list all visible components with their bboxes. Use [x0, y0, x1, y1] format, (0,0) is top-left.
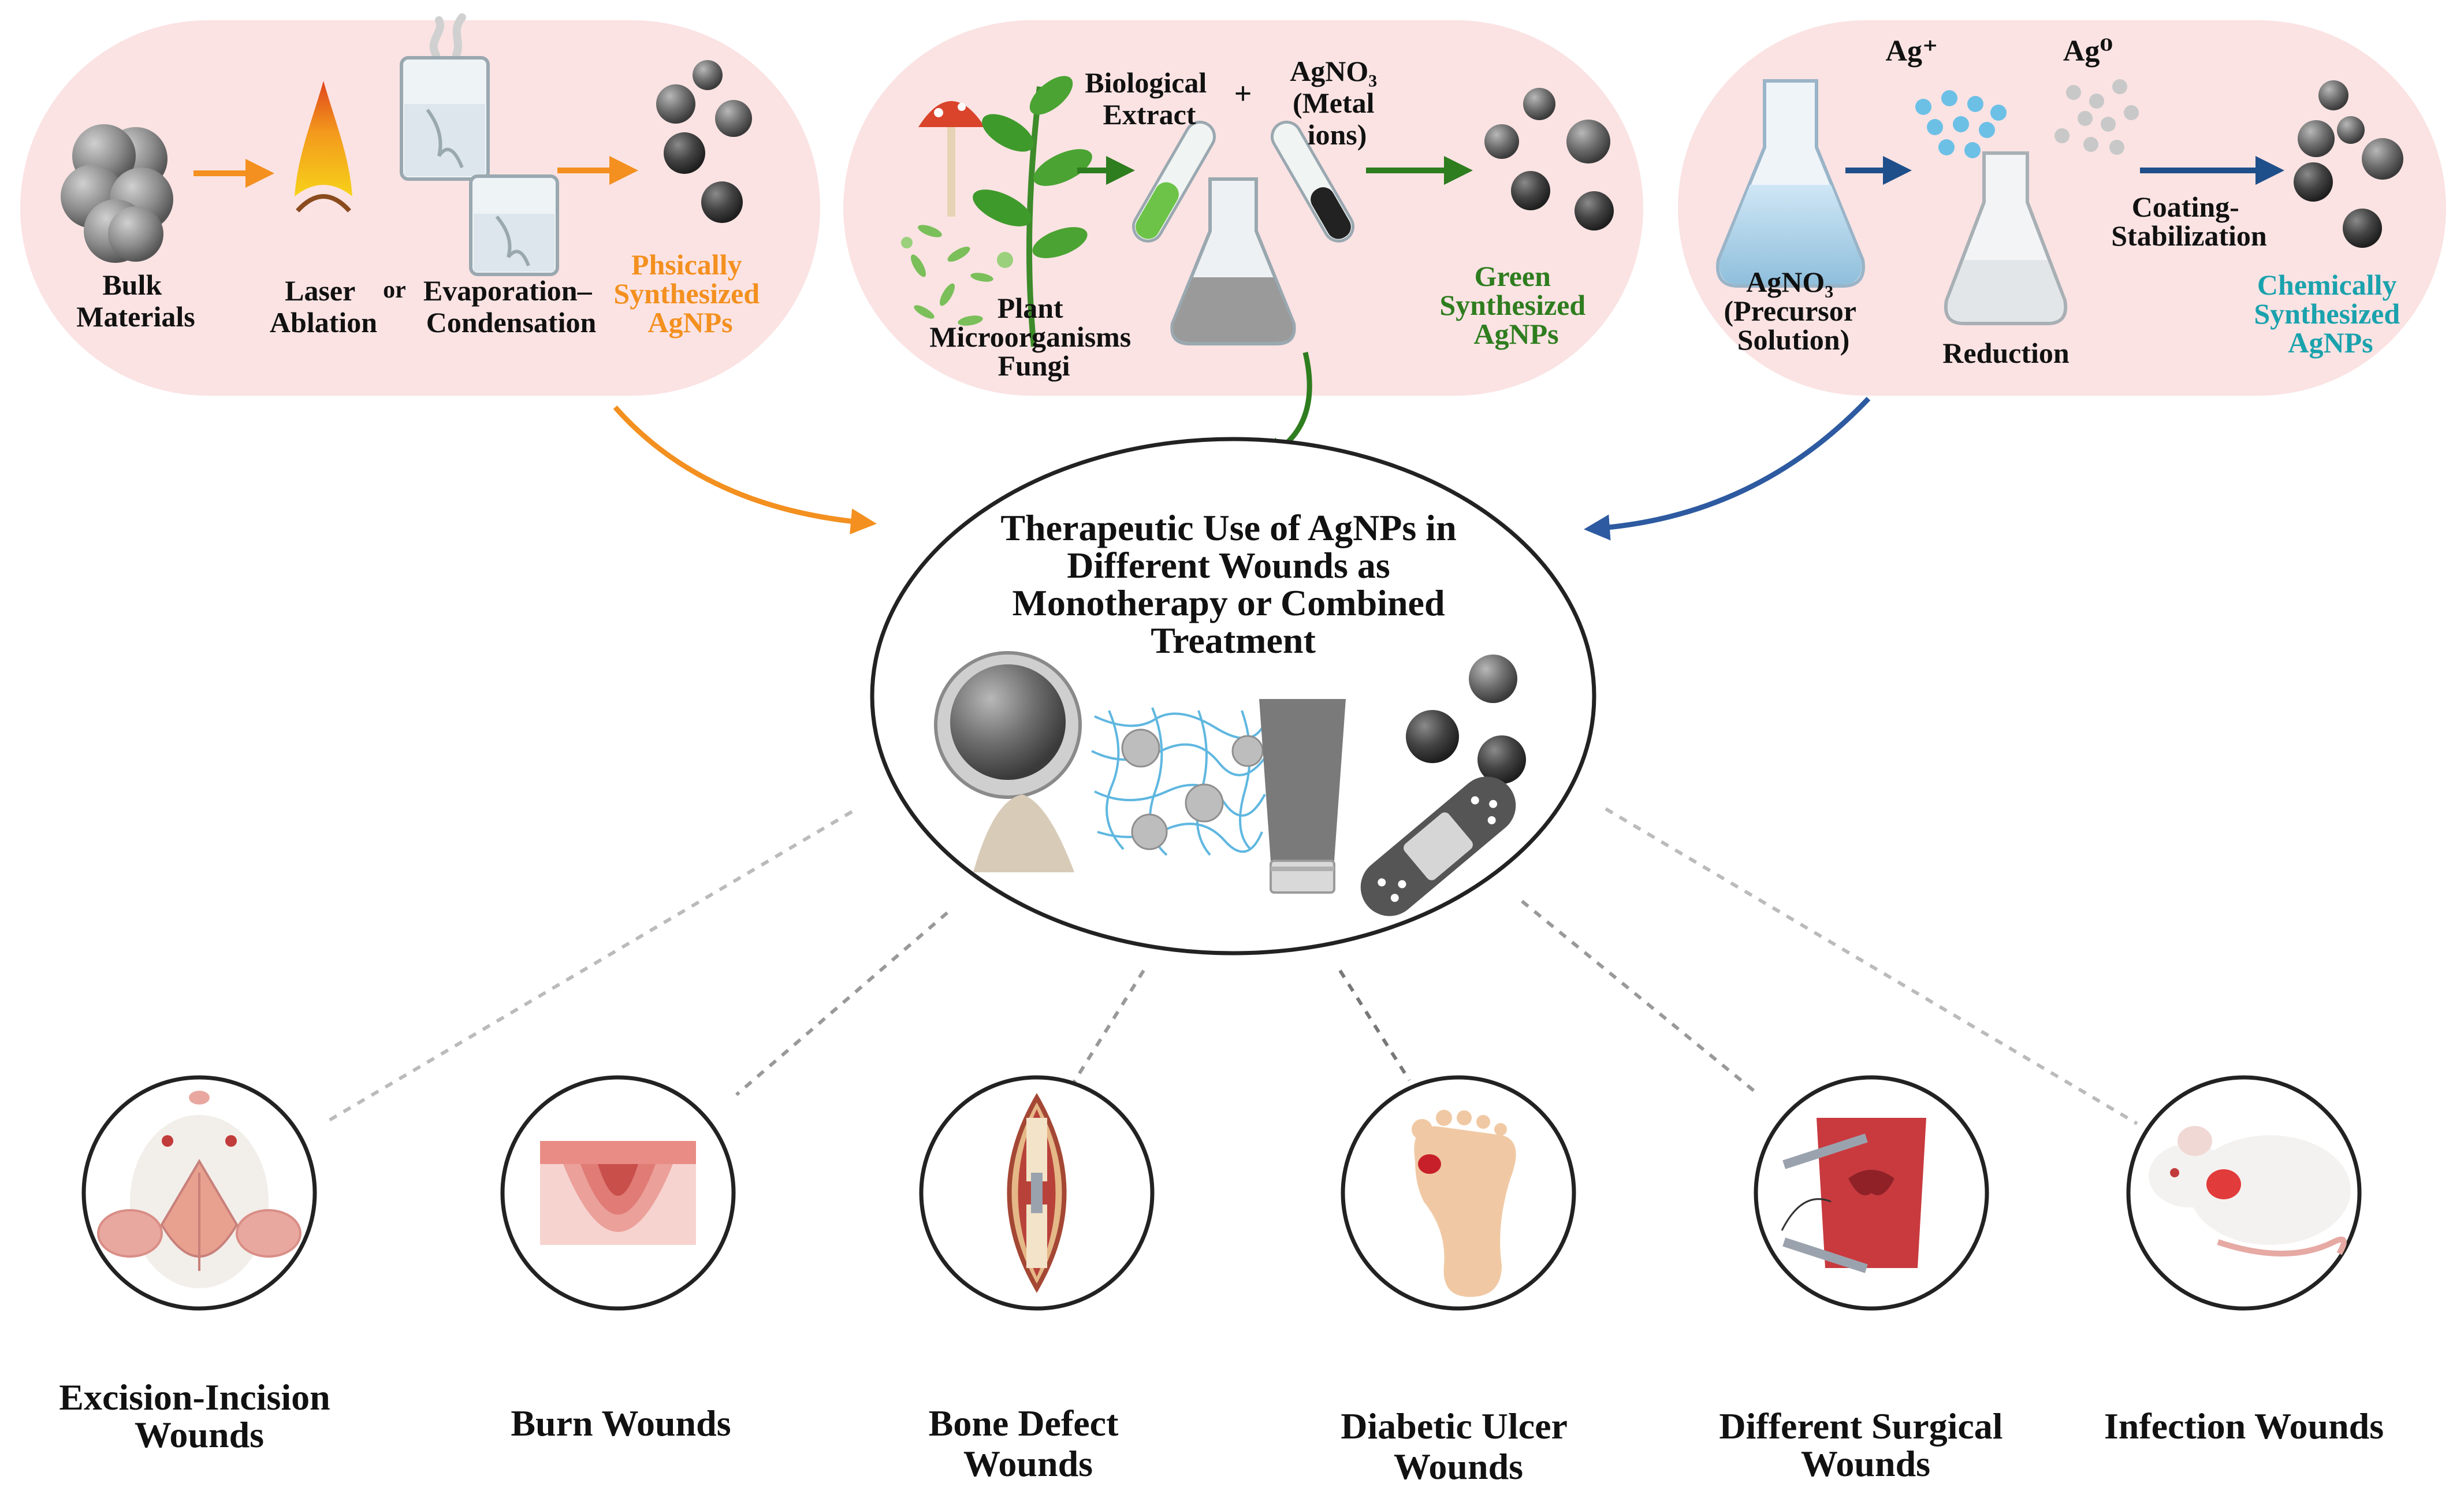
green-agnps-icon: [1484, 88, 1614, 230]
flask-blue-icon: [1716, 79, 1865, 288]
skin-burn-icon: [540, 1141, 696, 1245]
bandage-icon: [1360, 776, 1516, 916]
evaporation-condensation-label: Evaporation– Condensation: [423, 274, 599, 339]
surgical-wound-icon: [1781, 1118, 1926, 1273]
test-tube-green-icon: [1132, 120, 1216, 243]
physical-agnps-label: Phsically Synthesized AgNPs: [613, 248, 766, 339]
bulk-materials-icon: [61, 124, 173, 263]
wound-diabetic-ulcer: [1341, 1075, 1576, 1311]
chemical-agnps-icon: [2294, 80, 2403, 248]
wound-label-burn: Burn Wounds: [511, 1403, 731, 1444]
plant-icon: [973, 76, 1092, 347]
ag-plus-ions-icon: [1915, 90, 2007, 158]
wound-label-bone-defect: Bone Defect Wounds: [929, 1403, 1128, 1484]
rat-head-icon: [97, 1091, 302, 1288]
wound-label-diabetic-ulcer: Diabetic Ulcer Wounds: [1341, 1406, 1576, 1487]
hydrogel-particles-icon: [1121, 728, 1264, 850]
beaker-condensation-icon: [469, 174, 559, 276]
coating-stabilization-label: Coating- Stabilization: [2111, 191, 2267, 252]
precursor-solution-label: AgNO₃ (Precursor Solution): [1724, 266, 1863, 356]
laser-flame-icon: [295, 81, 352, 213]
wound-infection: [2126, 1075, 2362, 1311]
physical-agnps-icon: [656, 60, 752, 223]
mushroom-icon: [918, 101, 985, 217]
test-tube-metal-icon: [1271, 120, 1354, 243]
plant-microorganisms-fungi-label: Plant Microorganisms Fungi: [929, 292, 1138, 382]
agnps-cluster-icon: [1406, 655, 1526, 784]
diabetic-foot-icon: [1412, 1110, 1516, 1297]
ag-zero-label: Ag⁰: [2063, 35, 2113, 68]
plus-label: +: [1234, 76, 1252, 111]
green-agnps-label: Green Synthesized AgNPs: [1439, 260, 1592, 350]
microorganisms-icon: [901, 225, 1013, 326]
reduction-label: Reduction: [1942, 337, 2070, 369]
wound-burn: [500, 1075, 736, 1311]
wound-surgical: [1754, 1075, 1989, 1311]
beaker-smoke-icon: [400, 13, 490, 181]
arrow-physical-to-center: [613, 406, 877, 535]
chemical-agnps-label: Chemically Synthesized AgNPs: [2254, 269, 2407, 359]
flask-reduction-icon: [1944, 151, 2068, 325]
or-label: or: [383, 277, 406, 303]
center-title: Therapeutic Use of AgNPs in Different Wo…: [1000, 507, 1465, 661]
flask-grey-icon: [1170, 177, 1296, 345]
bulk-materials-label: Bulk Materials: [76, 269, 195, 333]
arrow-chemical-to-center: [1584, 396, 1871, 541]
chemical-panel: [1678, 20, 2446, 396]
ag-zero-atoms-icon: [2054, 79, 2139, 155]
wound-label-excision-incision: Excision-Incision Wounds: [59, 1377, 339, 1455]
infected-rat-icon: [2149, 1126, 2351, 1256]
agno3-metal-ions-label: AgNO₃ (Metal ions): [1290, 55, 1384, 151]
biological-extract-label: Biological Extract: [1085, 66, 1214, 131]
bone-defect-icon: [1007, 1092, 1067, 1293]
ag-plus-label: Ag⁺: [1886, 35, 1938, 68]
laser-ablation-label: Laser Ablation: [270, 274, 377, 339]
wound-label-surgical: Different Surgical Wounds: [1719, 1406, 2012, 1484]
nanoparticle-sphere-icon: [934, 651, 1082, 799]
powder-pile-icon: [973, 794, 1074, 872]
wound-label-infection: Infection Wounds: [2104, 1406, 2384, 1447]
center-therapeutic-ellipse: [870, 437, 1596, 956]
physical-panel: [20, 20, 820, 396]
dashed-connectors: [322, 807, 2138, 1125]
ointment-tube-icon: [1259, 699, 1346, 894]
wound-excision-incision: [81, 1075, 317, 1311]
wound-bone-defect: [919, 1075, 1155, 1311]
